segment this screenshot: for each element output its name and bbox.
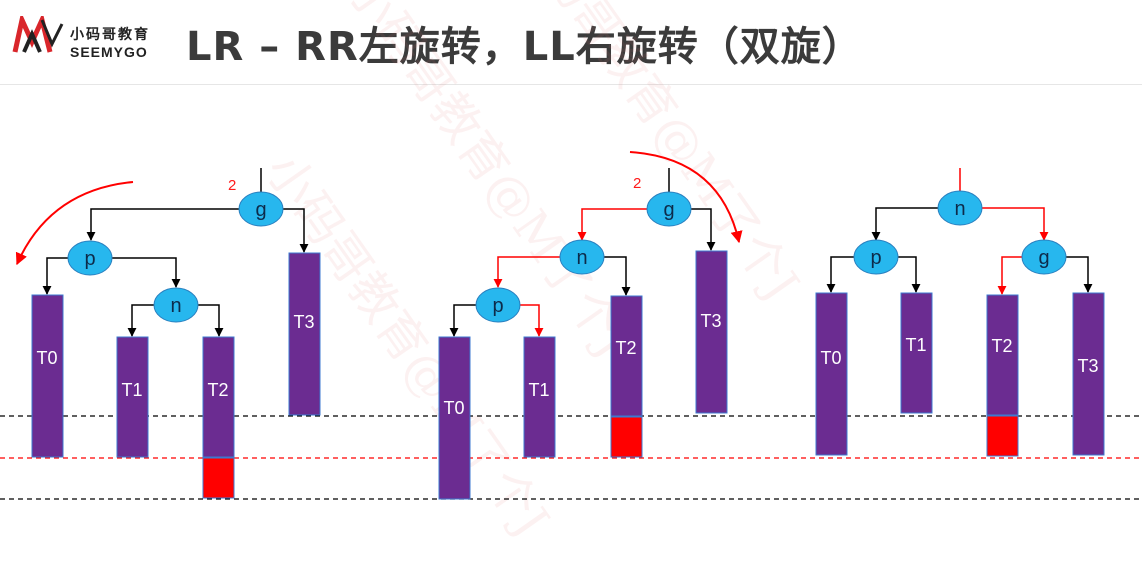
added-node-block	[986, 415, 1019, 457]
subtree-t1: T1	[116, 336, 149, 458]
subtree-t2: T2	[610, 295, 643, 458]
slide-header: 小码哥教育 SEEMYGO LR – RR左旋转，LL右旋转（双旋）	[0, 0, 1142, 85]
node-n: n	[153, 287, 199, 323]
edge-p-t0	[826, 256, 855, 293]
edge-g-t3	[690, 208, 716, 251]
node-g: g	[238, 191, 284, 227]
edge-n-t2	[603, 256, 631, 296]
panel-3-after-right-rotation: n p g T0 T1 T2 T3	[815, 168, 1105, 457]
edge-p-t0	[449, 304, 477, 337]
subtree-t0-label: T0	[443, 398, 464, 418]
svg-text:n: n	[576, 247, 587, 269]
seemygo-logo-icon	[12, 16, 64, 53]
edge-n-p	[871, 207, 938, 241]
edge-p-t0	[42, 257, 69, 295]
subtree-t3: T3	[1072, 292, 1105, 456]
logo: 小码哥教育 SEEMYGO	[12, 12, 182, 72]
subtree-t0: T0	[815, 292, 848, 456]
node-p: p	[475, 287, 521, 323]
edge-p-t1	[897, 256, 921, 293]
svg-text:g: g	[663, 199, 674, 221]
edge-g-t3	[1065, 256, 1093, 293]
edge-n-g	[982, 207, 1049, 241]
subtree-t1: T1	[523, 336, 556, 458]
edge-n-t2	[196, 304, 224, 337]
svg-text:g: g	[255, 199, 266, 221]
node-g: g	[646, 191, 692, 227]
subtree-t3-label: T3	[293, 312, 314, 332]
balance-factor-label: 2	[228, 177, 236, 194]
edge-p-t1	[519, 304, 544, 337]
subtree-t0: T0	[31, 294, 64, 458]
svg-text:p: p	[492, 295, 503, 317]
node-n: n	[937, 190, 983, 226]
subtree-t0: T0	[438, 336, 471, 500]
edge-g-p	[86, 208, 241, 241]
left-rotation-arrow	[15, 181, 134, 266]
subtree-t2: T2	[202, 336, 235, 499]
svg-text:n: n	[170, 295, 181, 317]
svg-text:p: p	[84, 248, 95, 270]
edge-g-n	[577, 208, 648, 241]
logo-chinese-text: 小码哥教育	[70, 27, 150, 43]
balance-factor-label: 2	[633, 175, 641, 192]
added-node-block	[202, 457, 235, 499]
logo-english-text: SEEMYGO	[70, 44, 148, 60]
subtree-t1-label: T1	[121, 380, 142, 400]
subtree-t1-label: T1	[528, 380, 549, 400]
edge-p-n	[111, 257, 181, 288]
svg-text:p: p	[870, 247, 881, 269]
edge-g-t2	[997, 256, 1023, 295]
subtree-t1: T1	[900, 292, 933, 414]
subtree-t2-label: T2	[615, 338, 636, 358]
panel-2-after-left-rotation: 2 g n p T0 T1 T2	[438, 151, 743, 500]
node-p: p	[853, 239, 899, 275]
edge-n-t1	[127, 304, 156, 337]
node-p: p	[67, 240, 113, 276]
subtree-t3-label: T3	[1077, 356, 1098, 376]
subtree-t3: T3	[288, 252, 321, 416]
slide-title: LR – RR左旋转，LL右旋转（双旋）	[186, 24, 863, 70]
edge-n-p	[493, 256, 561, 288]
subtree-t2: T2	[986, 294, 1019, 457]
subtree-t3: T3	[695, 250, 728, 414]
panel-1-before-rotation: 2 g p n T0 T1	[15, 168, 321, 499]
node-g: g	[1021, 239, 1067, 275]
right-rotation-arrow	[629, 151, 743, 244]
subtree-t3-label: T3	[700, 311, 721, 331]
subtree-t0-label: T0	[36, 348, 57, 368]
subtree-t0-label: T0	[820, 348, 841, 368]
svg-text:g: g	[1038, 247, 1049, 269]
subtree-t2-label: T2	[207, 380, 228, 400]
subtree-t2-label: T2	[991, 336, 1012, 356]
header-divider	[0, 84, 1142, 85]
node-n: n	[559, 239, 605, 275]
subtree-t1-label: T1	[905, 335, 926, 355]
edge-g-t3	[281, 208, 309, 253]
added-node-block	[610, 416, 643, 458]
svg-text:n: n	[954, 198, 965, 220]
